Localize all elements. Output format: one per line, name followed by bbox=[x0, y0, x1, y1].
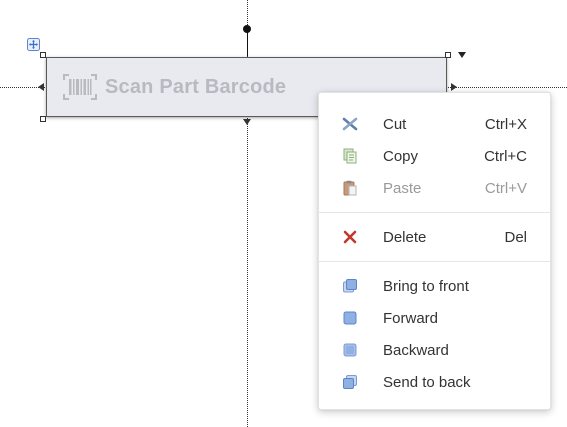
menu-item-delete[interactable]: Delete Del bbox=[319, 221, 550, 253]
bring-to-front-icon bbox=[343, 279, 357, 293]
menu-separator bbox=[319, 212, 550, 213]
menu-item-label: Cut bbox=[383, 115, 407, 133]
menu-item-paste[interactable]: Paste Ctrl+V bbox=[319, 172, 550, 204]
element-label: Scan Part Barcode bbox=[105, 75, 287, 98]
menu-item-cut[interactable]: Cut Ctrl+X bbox=[319, 108, 550, 140]
menu-item-send-to-back[interactable]: Send to back bbox=[319, 366, 550, 398]
menu-item-label: Forward bbox=[383, 309, 439, 327]
rotation-handle[interactable] bbox=[243, 25, 251, 33]
copy-icon bbox=[343, 148, 357, 164]
resize-handle-bottom-left[interactable] bbox=[40, 116, 46, 122]
paste-icon bbox=[343, 180, 357, 196]
menu-item-bring-to-front[interactable]: Bring to front bbox=[319, 270, 550, 302]
context-menu: Cut Ctrl+X Copy Ctrl+C Paste Ctrl+V bbox=[318, 92, 551, 410]
menu-item-label: Backward bbox=[383, 341, 449, 359]
resize-handle-top-right[interactable] bbox=[445, 52, 451, 58]
right-anchor-arrow[interactable] bbox=[451, 83, 457, 91]
menu-item-label: Copy bbox=[383, 147, 419, 165]
menu-item-backward[interactable]: Backward bbox=[319, 334, 550, 366]
menu-item-shortcut: Ctrl+C bbox=[484, 147, 527, 165]
menu-item-forward[interactable]: Forward bbox=[319, 302, 550, 334]
menu-item-shortcut: Del bbox=[504, 228, 527, 246]
bottom-anchor-arrow[interactable] bbox=[243, 119, 251, 125]
element-dropdown-arrow[interactable] bbox=[458, 52, 466, 58]
backward-icon bbox=[343, 343, 357, 357]
resize-handle-top-left[interactable] bbox=[40, 52, 46, 58]
menu-item-label: Delete bbox=[383, 228, 427, 246]
forward-icon bbox=[343, 311, 357, 325]
left-anchor-arrow[interactable] bbox=[38, 83, 44, 91]
delete-icon bbox=[343, 230, 357, 244]
send-to-back-icon bbox=[343, 375, 357, 389]
menu-item-copy[interactable]: Copy Ctrl+C bbox=[319, 140, 550, 172]
vertical-alignment-guide bbox=[247, 0, 248, 427]
menu-item-label: Send to back bbox=[383, 373, 471, 391]
menu-item-shortcut: Ctrl+X bbox=[484, 115, 527, 133]
cut-icon bbox=[342, 117, 358, 131]
rotation-handle-stem bbox=[246, 32, 248, 56]
move-icon[interactable] bbox=[27, 38, 40, 51]
menu-item-label: Paste bbox=[383, 179, 422, 197]
menu-item-shortcut: Ctrl+V bbox=[484, 179, 527, 197]
menu-separator bbox=[319, 261, 550, 262]
barcode-icon bbox=[63, 74, 97, 100]
menu-item-label: Bring to front bbox=[383, 277, 469, 295]
